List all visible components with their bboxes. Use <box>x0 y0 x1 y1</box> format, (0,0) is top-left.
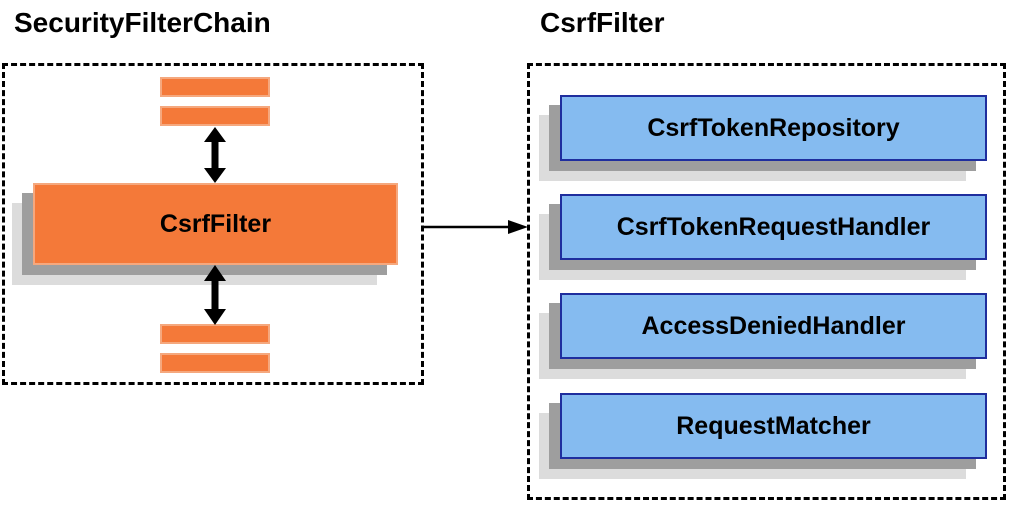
filter-placeholder-bar <box>160 77 270 97</box>
component-node-face: AccessDeniedHandler <box>560 293 987 359</box>
csrf-filter-title: CsrfFilter <box>540 7 665 38</box>
filter-placeholder-bar <box>160 353 270 373</box>
component-label: CsrfTokenRequestHandler <box>616 212 931 241</box>
security-filter-chain-title: SecurityFilterChain <box>14 7 271 38</box>
filter-placeholder-bar <box>160 324 270 344</box>
access-denied-handler-node: AccessDeniedHandler <box>539 293 987 379</box>
component-node-face: CsrfTokenRequestHandler <box>560 194 987 260</box>
connector-arrow-icon <box>424 220 528 234</box>
csrf-filter-node-label: CsrfFilter <box>159 209 272 238</box>
csrf-token-repository-node: CsrfTokenRepository <box>539 95 987 181</box>
csrf-filter-boundary <box>527 63 1006 500</box>
component-label: AccessDeniedHandler <box>641 311 906 340</box>
security-filter-chain-boundary <box>2 63 424 385</box>
request-matcher-node: RequestMatcher <box>539 393 987 479</box>
csrf-filter-node: CsrfFilter <box>12 183 398 285</box>
component-label: CsrfTokenRepository <box>647 113 900 142</box>
component-node-face: CsrfTokenRepository <box>560 95 987 161</box>
filter-placeholder-bar <box>160 106 270 126</box>
component-label: RequestMatcher <box>676 411 871 440</box>
component-node-face: RequestMatcher <box>560 393 987 459</box>
csrf-token-request-handler-node: CsrfTokenRequestHandler <box>539 194 987 280</box>
bidirectional-arrow-icon <box>204 127 226 183</box>
bidirectional-arrow-icon <box>204 265 226 325</box>
csrf-filter-node-face: CsrfFilter <box>33 183 398 265</box>
